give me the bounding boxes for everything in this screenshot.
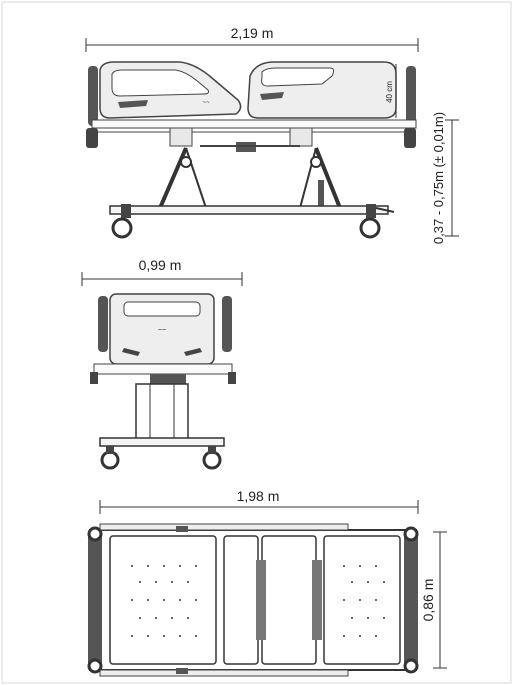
top-view: 1,98 m: [87, 488, 447, 677]
top-length-label: 1,98 m: [237, 488, 280, 504]
base-frame: [109, 205, 389, 215]
brand-logo-end: ~~: [158, 327, 166, 334]
deck-holes: [131, 565, 385, 637]
right-side-rail: [247, 61, 397, 119]
head-board: [88, 66, 98, 126]
brand-logo-left: ~~: [202, 100, 210, 106]
lift-mechanism: [158, 147, 342, 209]
side-view: 2,19 m ~~ 40 cm: [85, 25, 459, 244]
end-width-label: 0,99 m: [139, 257, 182, 273]
deck-sections: [109, 535, 401, 665]
corner-bumpers: [87, 526, 419, 674]
height-range-label: 0,37 - 0,75m (± 0,01m): [431, 112, 446, 244]
side-length-label: 2,19 m: [231, 25, 274, 41]
bed-deck: [91, 119, 417, 129]
top-width-label: 0,86 m: [420, 579, 436, 622]
end-view: 0,99 m ~~: [81, 257, 243, 470]
rail-height-label: 40 cm: [385, 81, 394, 103]
side-casters: [111, 204, 381, 239]
left-side-rail: ~~: [99, 61, 242, 119]
